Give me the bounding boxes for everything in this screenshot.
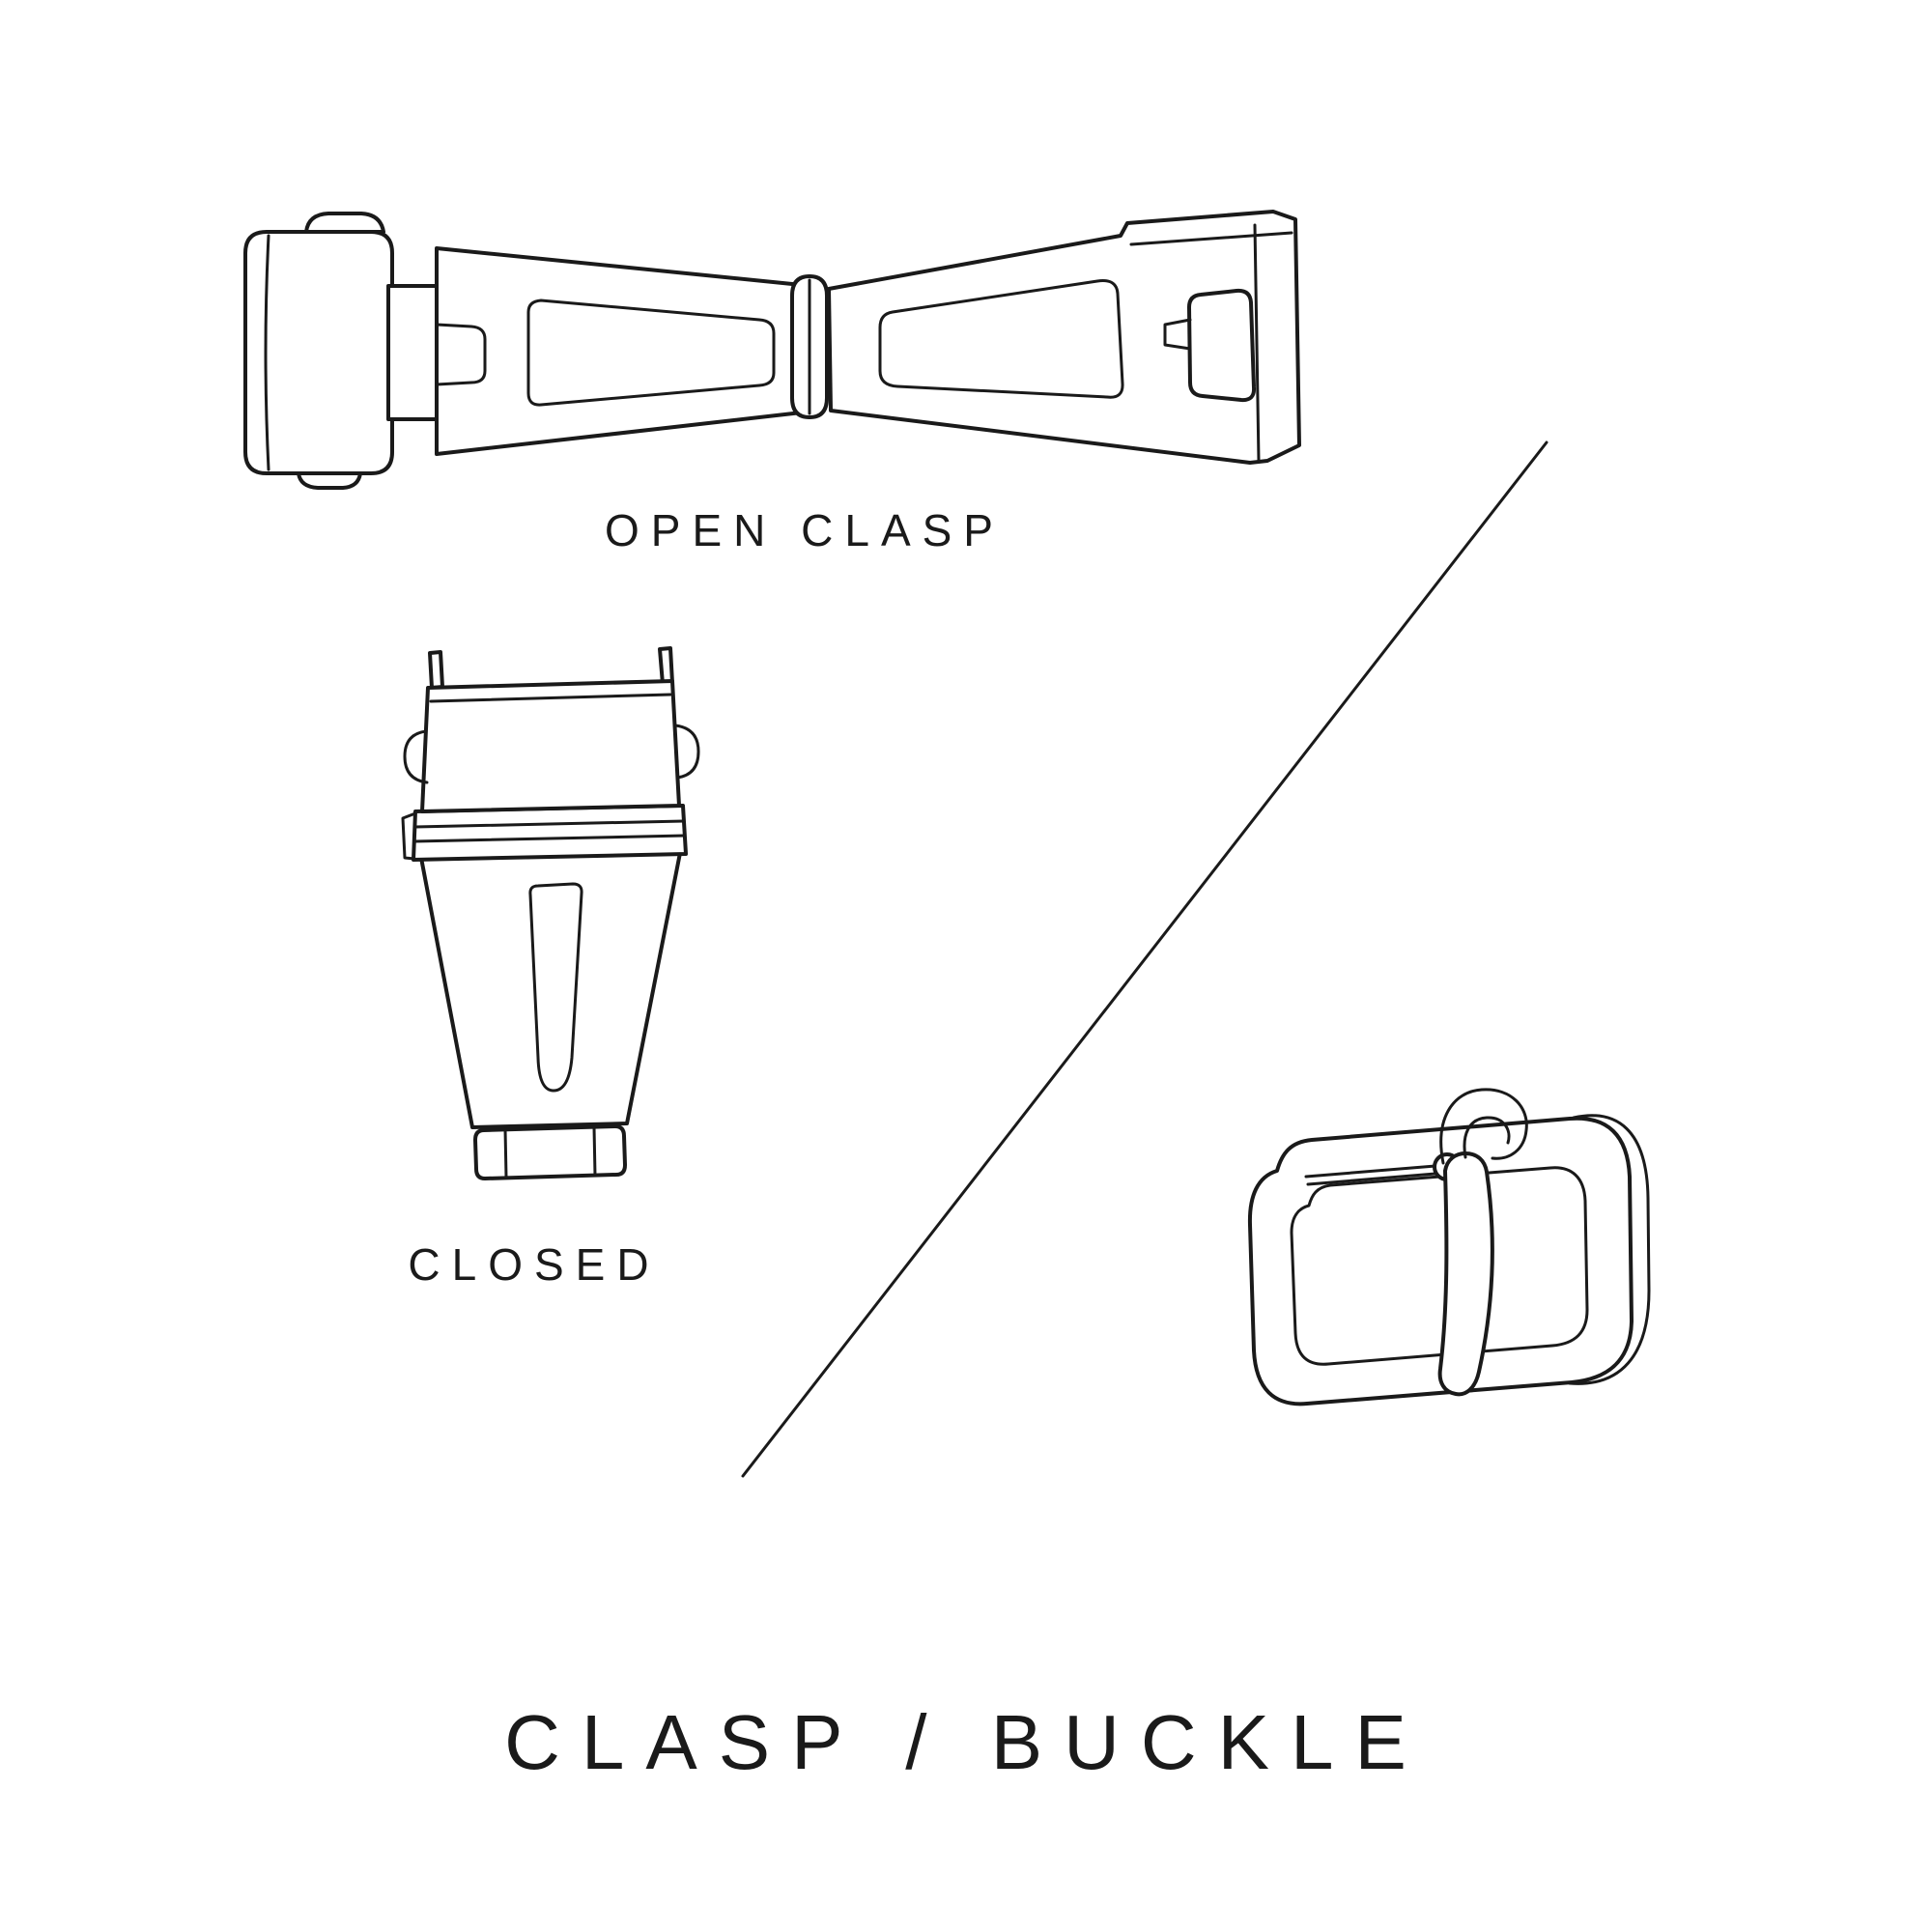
tang-buckle-illustration: [1247, 1088, 1651, 1406]
closed-clasp-label: CLOSED: [408, 1239, 661, 1290]
buckle-spring-bar-lower: [1306, 1172, 1437, 1186]
closed-clasp-top-box: [420, 679, 681, 813]
closed-clasp-prong-right: [658, 646, 674, 686]
buckle-tongue-hook-inner: [1463, 1116, 1511, 1159]
open-clasp-catch: [1187, 288, 1257, 403]
open-clasp-right-inner-outline: [878, 279, 1124, 399]
buckle-tongue-hook-outer: [1439, 1088, 1528, 1165]
open-clasp-end-top-tab: [304, 212, 385, 234]
closed-clasp-inner-slot: [528, 882, 583, 1093]
closed-clasp-band-line-2: [412, 834, 687, 843]
closed-clasp-illustration: [401, 646, 700, 1180]
open-clasp-end-band-line: [264, 234, 270, 471]
closed-clasp-band-line-1: [413, 819, 686, 829]
open-clasp-illustration: [243, 210, 1301, 490]
buckle-frame-outer: [1247, 1116, 1634, 1406]
closed-clasp-bottom-bar: [473, 1124, 627, 1180]
open-clasp-right-plate-line: [1129, 231, 1293, 246]
open-clasp-label: OPEN CLASP: [605, 505, 1005, 555]
open-clasp-catch-hook: [1163, 318, 1192, 351]
open-clasp-end-piece: [243, 230, 394, 475]
closed-clasp-band-left-tab: [401, 811, 417, 861]
open-clasp-left-inner-outline: [526, 298, 776, 407]
closed-clasp-bar-line-right: [592, 1125, 597, 1178]
open-clasp-end-bottom-tab: [297, 471, 362, 490]
closed-clasp-band: [412, 804, 688, 862]
closed-clasp-tab-right: [673, 724, 700, 780]
buckle-frame-thickness: [1568, 1114, 1651, 1385]
closed-clasp-body: [419, 851, 682, 1129]
buckle-spring-bar: [1304, 1164, 1437, 1179]
open-clasp-left-arm: [435, 246, 818, 456]
closed-clasp-prong-left: [428, 650, 444, 690]
open-clasp-right-fold-line: [1253, 223, 1261, 463]
closed-clasp-bar-line-left: [503, 1127, 508, 1179]
open-clasp-right-arm: [827, 210, 1301, 465]
closed-clasp-tab-left: [403, 729, 429, 784]
open-clasp-left-notch: [435, 323, 487, 386]
open-clasp-neck: [386, 284, 439, 421]
buckle-tongue: [1437, 1151, 1494, 1397]
buckle-frame-inner: [1290, 1166, 1589, 1366]
diagonal-divider-line: [741, 440, 1548, 1478]
closed-clasp-top-box-line: [429, 693, 672, 703]
page-title: CLASP / BUCKLE: [504, 1699, 1428, 1785]
